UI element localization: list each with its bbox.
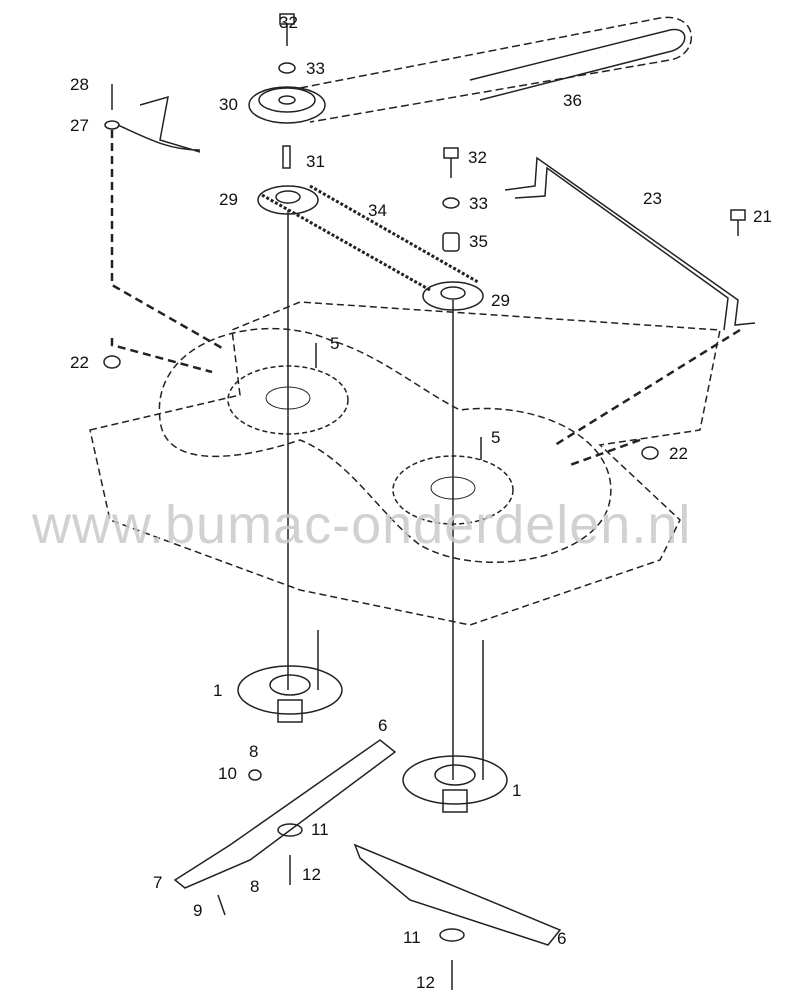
callout-29: 29 — [491, 291, 510, 310]
callout-12: 12 — [416, 973, 435, 992]
timing-pulley-29-left — [257, 185, 319, 215]
callout-1: 1 — [213, 681, 223, 700]
rod-27 — [117, 95, 201, 153]
belt-36 — [299, 16, 693, 123]
callout-8: 8 — [249, 742, 259, 761]
blade-left — [173, 739, 397, 889]
callout-35: 35 — [469, 232, 488, 251]
callout-28: 28 — [70, 75, 89, 94]
callout-6: 6 — [557, 929, 567, 948]
callout-36: 36 — [563, 91, 582, 110]
callout-7: 7 — [153, 873, 163, 892]
callout-30: 30 — [219, 95, 238, 114]
callout-23: 23 — [643, 189, 662, 208]
callout-12: 12 — [302, 865, 321, 884]
callout-33: 33 — [306, 59, 325, 78]
mower-deck — [89, 301, 721, 626]
callout-10: 10 — [218, 764, 237, 783]
callout-5: 5 — [491, 428, 501, 447]
callout-29: 29 — [219, 190, 238, 209]
timing-pulley-29-right — [422, 281, 484, 311]
spacer-35 — [442, 232, 460, 252]
blade-right — [353, 843, 562, 946]
callout-5: 5 — [330, 334, 340, 353]
callout-32: 32 — [468, 148, 487, 167]
callout-11: 11 — [311, 820, 329, 839]
watermark: www.bumac-onderdelen.nl — [32, 495, 692, 555]
callout-8: 8 — [250, 877, 260, 896]
bracket-23 — [504, 156, 756, 331]
timing-belt-34 — [261, 184, 479, 292]
callout-27: 27 — [70, 116, 89, 135]
callout-1: 1 — [512, 781, 522, 800]
spindle-1-right — [402, 755, 508, 805]
key-31 — [282, 145, 291, 169]
callout-21: 21 — [753, 207, 772, 226]
callout-32: 32 — [279, 13, 298, 32]
callout-11: 11 — [403, 928, 421, 947]
washer-33 — [278, 62, 296, 74]
callout-22: 22 — [70, 353, 89, 372]
callout-9: 9 — [193, 901, 203, 920]
callout-33: 33 — [469, 194, 488, 213]
callout-31: 31 — [306, 152, 325, 171]
callout-6: 6 — [378, 716, 388, 735]
deck-housing — [158, 327, 612, 563]
callout-34: 34 — [368, 201, 387, 220]
pulley-30 — [248, 86, 326, 124]
spindle-1-left — [237, 665, 343, 715]
callout-22: 22 — [669, 444, 688, 463]
